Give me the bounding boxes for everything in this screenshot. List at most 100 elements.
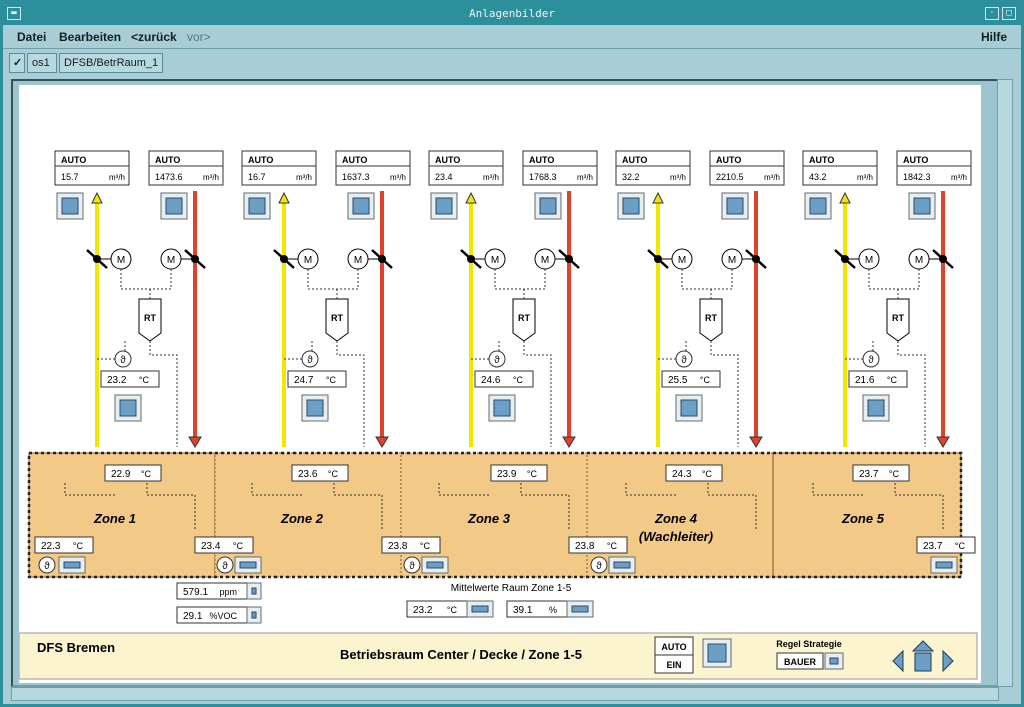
- zone-3-return-flow-value: 1768.3: [529, 172, 557, 182]
- air-quality-voc-button-face[interactable]: [251, 611, 257, 619]
- air-quality-ppm-button-face[interactable]: [251, 587, 257, 595]
- zone-4-rt-label: RT: [705, 313, 717, 323]
- zone-2-supply-flow-box: [241, 150, 317, 186]
- zone-4-room-temp-value: 24.3: [672, 469, 692, 480]
- zone-3-right-button-face[interactable]: [613, 561, 631, 569]
- footer-title: Betriebsraum Center / Decke / Zone 1-5: [340, 647, 582, 662]
- zone-5-return-button-face[interactable]: [913, 197, 931, 215]
- path-check-toggle[interactable]: ✓: [9, 53, 25, 73]
- zone-5-right-temp: [916, 536, 976, 554]
- zone-2-rt-controller-icon: [325, 298, 349, 342]
- zone-2-return-button-face[interactable]: [352, 197, 370, 215]
- path-picture[interactable]: DFSB/BetrRaum_1: [59, 53, 163, 73]
- zone-2-supply-temp-unit: °C: [326, 375, 337, 385]
- zone-1-left-button-face[interactable]: [63, 561, 81, 569]
- zone-3-supply-flow-mode: AUTO: [435, 155, 460, 165]
- zone-2-right-temp-unit: °C: [420, 541, 431, 551]
- zone-5-return-flow-unit: m³/h: [951, 173, 967, 182]
- zone-2-name: Zone 2: [280, 511, 324, 526]
- zone-2-right-button-face[interactable]: [426, 561, 444, 569]
- path-station[interactable]: os1: [27, 53, 57, 73]
- zone-4-return-button-face[interactable]: [726, 197, 744, 215]
- average-humidity-button-face[interactable]: [571, 605, 589, 613]
- zone-5-supply-button-face[interactable]: [809, 197, 827, 215]
- zone-3-control-line-a: [494, 269, 521, 290]
- strategy-button-face[interactable]: [829, 657, 839, 665]
- zone-2-supply-temp-value: 24.7: [294, 375, 314, 386]
- zone-3-supply-temp-button-face[interactable]: [493, 399, 511, 417]
- zone-4-return-flow-unit: m³/h: [764, 173, 780, 182]
- zone-3-room-temp-unit: °C: [527, 469, 538, 479]
- zone-4-room-line-a: [625, 483, 676, 496]
- zone-2-supply-button-face[interactable]: [248, 197, 266, 215]
- zone-3-room-line-b: [520, 483, 570, 531]
- zone-4-subname: (Wachleiter): [639, 529, 713, 544]
- menu-datei[interactable]: Datei: [17, 30, 47, 44]
- nav-left-icon[interactable]: [892, 649, 904, 673]
- zone-1-supply-temp-button-face[interactable]: [119, 399, 137, 417]
- zone-1-return-flow-box: [148, 150, 224, 186]
- zone-5-return-flow-box: [896, 150, 972, 186]
- zone-5-right-temp-value: 23.7: [923, 541, 943, 552]
- zone-1-right-sensor-icon-glyph: ϑ: [222, 561, 228, 572]
- average-temp-unit: °C: [447, 605, 458, 615]
- zone-2-supply-temp-sensor-icon-glyph: ϑ: [307, 355, 313, 366]
- zone-2-return-flow-box: [335, 150, 411, 186]
- zone-4-return-arrow-icon: [749, 436, 763, 448]
- menu-bearbeiten[interactable]: Bearbeiten: [59, 30, 122, 44]
- zone-1-return-button-face[interactable]: [165, 197, 183, 215]
- zone-4-supply-button-face[interactable]: [622, 197, 640, 215]
- zone-3-supply-button-face[interactable]: [435, 197, 453, 215]
- nav-home-icon[interactable]: [914, 652, 932, 672]
- zone-5-supply-temp-button-face[interactable]: [867, 399, 885, 417]
- zone-3-right-sensor-icon-glyph: ϑ: [596, 561, 602, 572]
- zone-1-left-temp-value: 22.3: [41, 541, 61, 552]
- footer-mode-button-face[interactable]: [707, 643, 727, 663]
- menu-help[interactable]: Hilfe: [981, 30, 1008, 44]
- zone-4-supply-temp-unit: °C: [700, 375, 711, 385]
- strategy-value: BAUER: [784, 657, 817, 667]
- zone-3-return-button-face[interactable]: [539, 197, 557, 215]
- zone-5-room-temp-unit: °C: [889, 469, 900, 479]
- maximize-icon[interactable]: □: [1002, 7, 1016, 20]
- minimize-icon[interactable]: ·: [985, 7, 999, 20]
- zone-4-supply-temp-button-face[interactable]: [680, 399, 698, 417]
- average-temp-button-face[interactable]: [471, 605, 489, 613]
- zone-3-return-flow-unit: m³/h: [577, 173, 593, 182]
- zone-1-supply-arrow-icon: [91, 191, 103, 204]
- zone-5-room-temp: [852, 464, 910, 482]
- zone-2-return-arrow-icon: [375, 436, 389, 448]
- zone-5-return-button[interactable]: [908, 192, 936, 220]
- title-bar: Anlagenbilder ▬ · □: [3, 3, 1021, 25]
- average-temp-value: 23.2: [413, 605, 433, 616]
- menu-back[interactable]: <zurück: [131, 30, 177, 44]
- zone-2-room-temp-value: 23.6: [298, 469, 318, 480]
- zone-2-supply-temp: [287, 370, 347, 388]
- zone-3-supply-temp-sensor-icon-glyph: ϑ: [494, 355, 500, 366]
- zone-4-supply-flow-unit: m³/h: [670, 173, 686, 182]
- zone-1-room-line-a: [64, 483, 115, 496]
- zone-5-right-button-face[interactable]: [935, 561, 953, 569]
- nav-up-icon[interactable]: [911, 640, 935, 652]
- zone-1-right-button-face[interactable]: [239, 561, 257, 569]
- zone-1-right-temp-unit: °C: [233, 541, 244, 551]
- zone-1-right-temp-value: 23.4: [201, 541, 221, 552]
- vertical-scrollbar[interactable]: [997, 79, 1013, 687]
- zone-2-supply-temp-button-face[interactable]: [306, 399, 324, 417]
- zone-4-supply-motor-label: M: [678, 255, 686, 266]
- zone-4-rt-controller-icon: [699, 298, 723, 342]
- zone-4-supply-flow-value: 32.2: [622, 172, 640, 182]
- horizontal-scrollbar[interactable]: [11, 687, 999, 701]
- zone-1-supply-button-face[interactable]: [61, 197, 79, 215]
- zone-5-control-line-b: [895, 269, 920, 290]
- zone-1-right-sensor-icon: [216, 556, 234, 574]
- footer-mode: AUTO: [661, 642, 686, 652]
- zone-1-return-flow-value: 1473.6: [155, 172, 183, 182]
- air-quality-voc-unit: %VOC: [209, 611, 237, 621]
- zone-3-supply-temp: [474, 370, 534, 388]
- menu-forward[interactable]: vor>: [187, 30, 211, 44]
- zone-2-right-sensor-icon: [403, 556, 421, 574]
- window-menu-icon[interactable]: ▬: [7, 7, 21, 20]
- nav-right-icon[interactable]: [942, 649, 954, 673]
